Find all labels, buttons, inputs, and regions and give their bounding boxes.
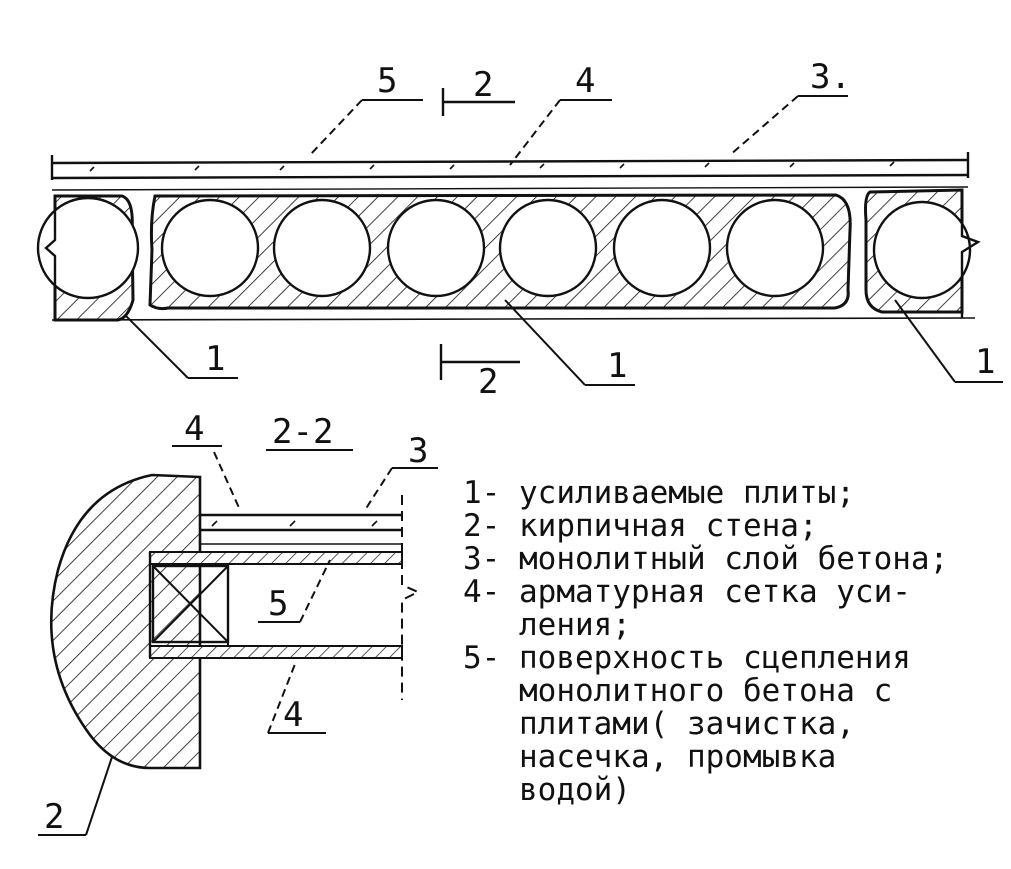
- callout-label-3: 3.: [810, 57, 851, 97]
- detail-slab: [148, 495, 421, 700]
- brick-wall: [49, 473, 202, 770]
- detail-callout-label-3: 3: [408, 431, 428, 471]
- legend-line: ления;: [463, 607, 631, 643]
- leader-lines-section: [124, 95, 1003, 386]
- leader-lines-detail: [38, 445, 438, 836]
- legend-line: 1- усиливаемые плиты;: [463, 475, 855, 511]
- legend: 1- усиливаемые плиты; 2- кирпичная стена…: [463, 475, 948, 808]
- detail-callout-label-4-bottom: 4: [283, 695, 303, 735]
- section-cut-mark-bottom: [439, 344, 520, 380]
- section-cut-label-top: 2: [473, 65, 493, 105]
- detail-section-title: 2-2: [272, 412, 333, 452]
- callout-label-4: 4: [575, 61, 595, 101]
- legend-line: насечка, промывка: [463, 739, 836, 775]
- callout-label-1-middle: 1: [607, 346, 627, 386]
- reinforcement-mesh: [89, 161, 895, 172]
- detail-callout-label-2: 2: [44, 797, 64, 837]
- hollow-core-slab-right: [864, 188, 981, 318]
- hollow-core-slab-left: [36, 194, 140, 322]
- detail-callout-label-4-top: 4: [184, 409, 204, 449]
- callout-label-1-right: 1: [975, 342, 995, 382]
- legend-line: 3- монолитный слой бетона;: [463, 541, 948, 577]
- legend-line: 2- кирпичная стена;: [463, 508, 818, 544]
- hollow-core-slab-middle: [148, 193, 852, 311]
- callout-label-5: 5: [377, 61, 397, 101]
- callout-label-1-left: 1: [205, 339, 225, 379]
- section-view: [36, 88, 1003, 386]
- legend-line: 5- поверхность сцепления: [463, 640, 911, 676]
- legend-line: 4- арматурная сетка уси-: [463, 574, 911, 610]
- legend-line: плитами( зачистка,: [463, 706, 855, 742]
- detail-monolithic-layer: [200, 513, 402, 545]
- section-cut-mark-top: [441, 88, 515, 116]
- section-cut-label-bottom: 2: [478, 362, 498, 402]
- detail-callout-label-5: 5: [268, 584, 288, 624]
- legend-line: монолитного бетона с: [463, 673, 892, 709]
- detail-view: [38, 445, 438, 836]
- monolithic-concrete-layer: [50, 152, 970, 191]
- legend-line: водой): [463, 772, 631, 808]
